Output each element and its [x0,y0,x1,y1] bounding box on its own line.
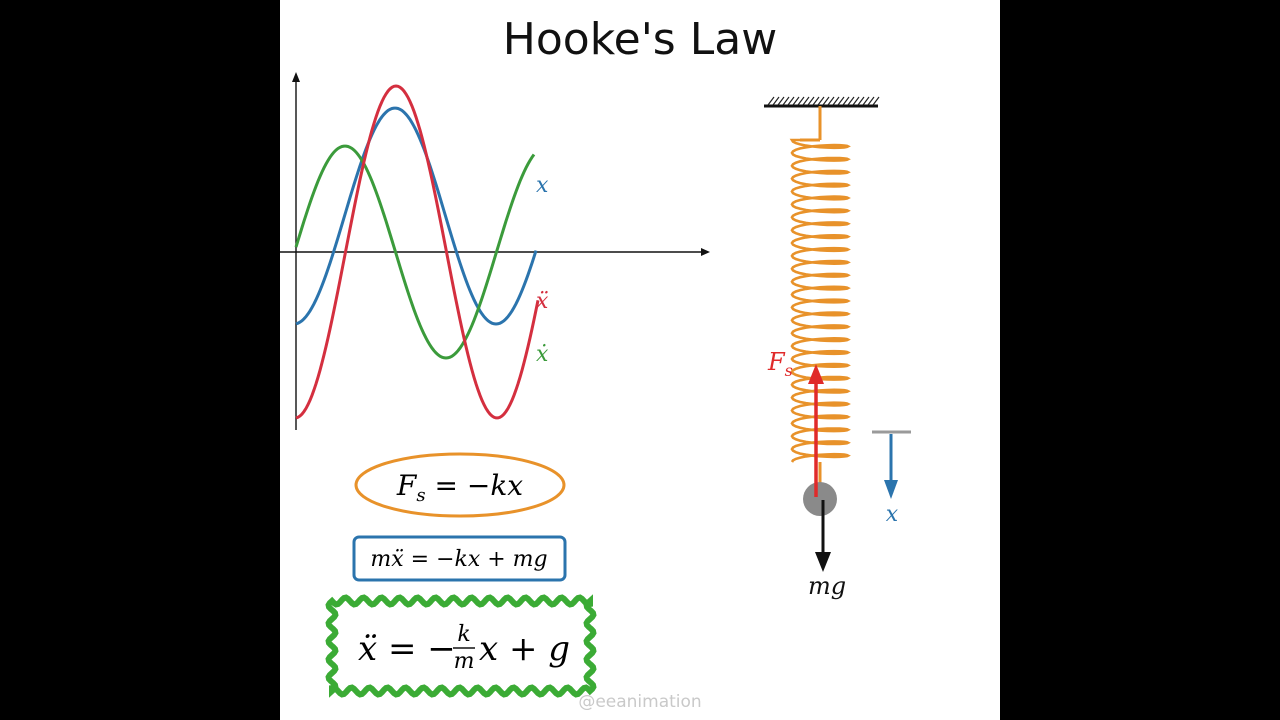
watermark: @eeanimation [578,692,702,712]
hanging-mass [803,482,837,516]
position-curve-label: x [536,173,549,198]
motion-equation: ẍ = − [358,629,456,669]
displacement-arrowhead [884,480,898,499]
diagram-canvas: x ẍ ẋ Fs = −kx mẍ = −kx + mg ẍ = − k m x… [280,72,911,698]
newton-equation-box [352,535,567,582]
motion-equation-rhs: x + g [479,629,570,669]
spring-force-arrowhead [808,364,824,384]
velocity-curve [294,144,536,360]
position-curve [295,106,538,326]
graph-y-axis-arrow [292,72,300,82]
acceleration-curve [295,84,540,420]
weight-arrowhead [815,552,831,572]
displacement-label: x [886,502,899,527]
motion-equation-wavy-box [325,594,597,698]
spring-coil [789,138,851,463]
velocity-curve-label: ẋ [536,342,549,367]
page-title: Hooke's Law [502,14,778,65]
weight-label: mg [808,572,846,600]
newton-equation: mẍ = −kx + mg [370,547,547,572]
hooke-equation: Fs = −kx [396,469,523,506]
graph-x-axis-arrow [701,248,710,256]
hooke-equation-ellipse [354,452,566,518]
animation-frame: Hooke's Law x ẍ ẋ Fs = −kx mẍ = −kx + mg… [280,0,1000,720]
ceiling-mount [764,96,880,108]
motion-equation-fraction-denominator: m [454,649,475,674]
spring-force-label: Fs [767,348,793,380]
acceleration-curve-label: ẍ [536,289,549,314]
motion-equation-fraction-numerator: k [457,622,470,647]
